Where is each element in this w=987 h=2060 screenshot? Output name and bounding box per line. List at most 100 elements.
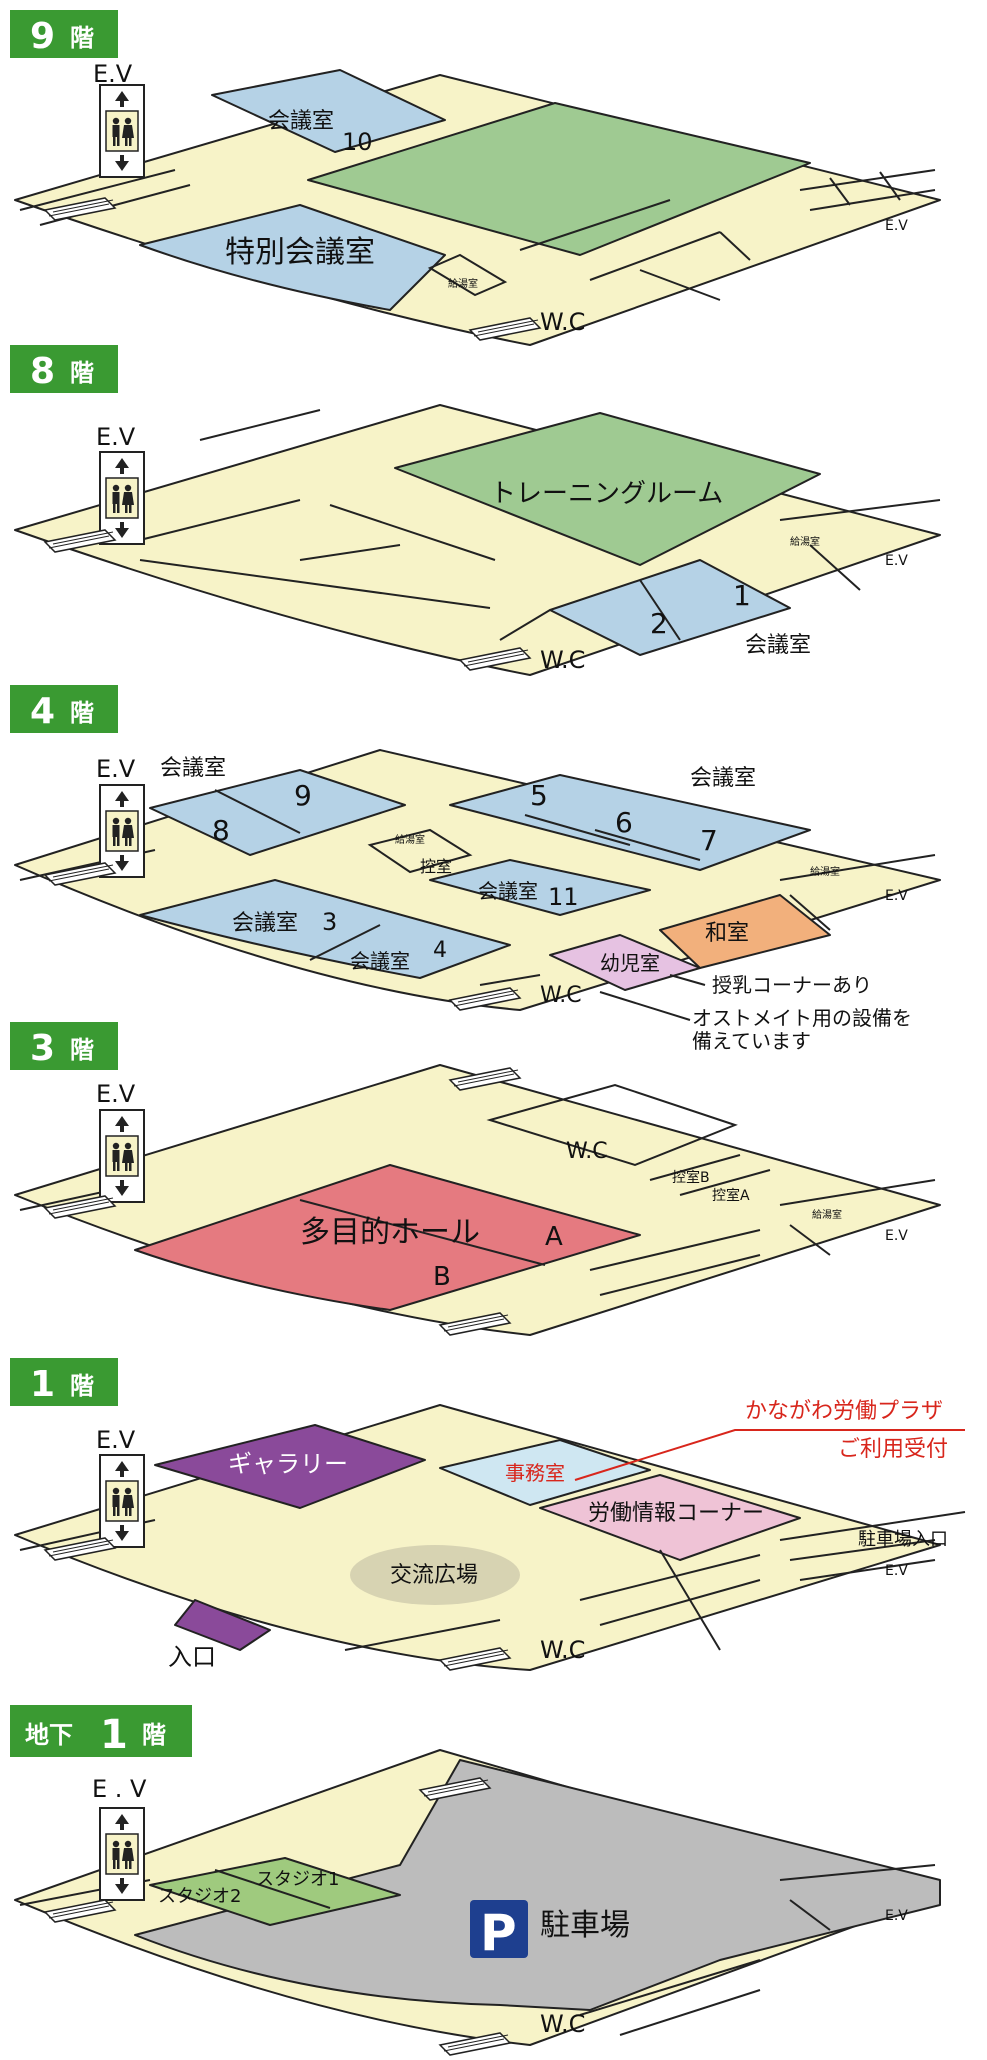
floor-1-gallery	[154, 1424, 426, 1509]
floor-3: 3 階 E.V W.C 控室B 控室A 給湯室 E.V 多目的ホール A B	[10, 1022, 941, 1336]
floor-4-note-ostomy-line2: 備えています	[692, 1029, 811, 1053]
floor-8-badge	[10, 345, 118, 393]
floor-1-plaza-label: 交流広場	[390, 1563, 478, 1588]
floor-4-room-number-8: 8	[212, 814, 230, 847]
floor-8-training-label: トレーニングルーム	[490, 479, 723, 509]
floor-1-badge-number: 1	[30, 1364, 55, 1405]
floor-3-badge-number: 3	[30, 1028, 55, 1069]
floor-1-badge	[10, 1358, 118, 1406]
floor-b1-wc-label: W.C	[540, 2010, 585, 2038]
floor-4-badge	[10, 685, 118, 733]
floor-b1-parking-label: 駐車場	[540, 1908, 630, 1943]
floor-1-badge-suffix: 階	[70, 1372, 94, 1400]
floor-9-meeting-room-label: 会議室	[268, 109, 334, 134]
floor-4-note-leaders	[599, 974, 706, 1021]
floor-9-badge-number: 9	[30, 16, 55, 57]
floor-4-nursery-room	[549, 934, 701, 991]
floor-b1-badge	[10, 1705, 192, 1757]
floor-4-nursery-label: 幼児室	[600, 951, 660, 975]
floor-8: 8 階 E.V トレーニングルーム 給湯室 E.V 1 2 会議室 W.C	[10, 345, 941, 676]
floor-b1-badge-number: 1	[100, 1712, 128, 1758]
floor-4-meeting-right-label: 会議室	[690, 766, 756, 791]
floor-9-meeting-room-10	[211, 69, 446, 153]
floor-b1-badge-prefix: 地下	[25, 1721, 73, 1749]
floor-8-ev-right-label: E.V	[885, 553, 908, 569]
floor-9-special-meeting-room	[139, 204, 446, 311]
floor-4-japanese-room	[659, 894, 831, 969]
floor-4-ev-right-label: E.V	[885, 888, 908, 904]
floor-4-note-nursing: 授乳コーナーあり	[712, 973, 872, 997]
floor-4-meeting-rooms-8-9	[149, 769, 406, 856]
floor-1-reception-leader	[574, 1429, 965, 1481]
floor-b1: 地下 1 階 P E . V スタジオ1 スタジオ2 駐車場 E.V W.C	[10, 1705, 941, 2056]
floor-8-room-number-1: 1	[733, 579, 751, 612]
floor-3-badge-suffix: 階	[70, 1036, 94, 1064]
floor-9-badge-suffix: 階	[70, 24, 94, 52]
floor-9-ev-label: E.V	[93, 60, 133, 88]
floor-3-hall-label: 多目的ホール	[300, 1215, 480, 1250]
floor-4-ev-label: E.V	[96, 755, 136, 783]
floor-9-elevator-icon	[99, 84, 145, 178]
floor-4-waiting-label: 控室	[420, 857, 452, 876]
floor-4-wc-label: W.C	[540, 983, 582, 1008]
floor-1-ev-right-label: E.V	[885, 1563, 908, 1579]
floor-1-gallery-label: ギャラリー	[228, 1450, 348, 1478]
floor-3-multipurpose-hall	[134, 1164, 641, 1311]
floor-8-meeting-rooms	[549, 559, 791, 656]
floor-4-japanese-room-label: 和室	[705, 921, 749, 946]
floor-4-meeting-3-number: 3	[322, 908, 337, 936]
floor-4-meeting-3-label: 会議室	[232, 911, 298, 936]
floor-1-parking-entrance-label: 駐車場入口	[858, 1529, 948, 1550]
floor-9-kitchen-label: 給湯室	[448, 277, 478, 290]
floor-8-wc-label: W.C	[540, 646, 585, 674]
floor-9: 9 階 E.V 会議室 10 特別会議室 給湯室 W.C E.V	[10, 10, 941, 346]
floor-4-note-ostomy-line1: オストメイト用の設備を	[692, 1006, 912, 1030]
floor-b1-parking-sign-letter: P	[480, 1904, 517, 1962]
floor-9-special-meeting-label: 特別会議室	[225, 235, 375, 270]
floor-8-badge-number: 8	[30, 351, 55, 392]
floor-3-kitchen-label: 給湯室	[812, 1208, 842, 1221]
floor-b1-elevator-icon	[99, 1807, 145, 1901]
floor-b1-badge-suffix: 階	[142, 1721, 166, 1749]
floor-4-room-number-5: 5	[530, 779, 548, 812]
floor-4-room-number-9: 9	[294, 779, 312, 812]
floor-1-reception-label-2: ご利用受付	[838, 1437, 948, 1462]
floor-3-elevator-icon	[99, 1109, 145, 1203]
floor-4-badge-suffix: 階	[70, 699, 94, 727]
floor-3-hall-a-label: A	[545, 1222, 563, 1252]
floor-4-meeting-4-number: 4	[433, 938, 447, 963]
floor-1-entrance-mat	[174, 1599, 271, 1651]
floor-4-meeting-4-label: 会議室	[350, 949, 410, 973]
floor-3-badge	[10, 1022, 118, 1070]
floor-4-meeting-11-number: 11	[548, 883, 579, 911]
floor-1-reception-label-1: かながわ労働プラザ	[745, 1399, 943, 1424]
floor-3-ev-right-label: E.V	[885, 1228, 908, 1244]
floor-4-meeting-left-label: 会議室	[160, 756, 226, 781]
floor-1-labor-info-label: 労働情報コーナー	[588, 1501, 764, 1526]
floor-b1-ev-right-label: E.V	[885, 1908, 908, 1924]
floor-b1-studio2-label: スタジオ2	[158, 1886, 241, 1907]
floor-8-elevator-icon	[99, 451, 145, 545]
floor-4-meeting-rooms-5-7	[449, 774, 811, 871]
floor-8-kitchen-label: 給湯室	[790, 535, 820, 548]
floor-9-badge	[10, 10, 118, 58]
floor-9-large-room	[307, 102, 811, 256]
floor-4-meeting-room-11	[429, 859, 651, 916]
floor-3-waiting-a-label: 控室A	[712, 1187, 750, 1204]
floor-3-wc-label: W.C	[566, 1139, 608, 1164]
floor-9-meeting-room-number: 10	[342, 128, 373, 156]
floor-9-kitchen-outline	[427, 253, 508, 297]
floor-4: 4 階 E.V 会議室 8 9 会議室 5 6 7 給湯室 控室 会議室 11 …	[10, 685, 941, 1053]
floor-4-meeting-rooms-3-4	[139, 879, 511, 979]
floor-8-ev-label: E.V	[96, 423, 136, 451]
floor-1-office	[439, 1439, 651, 1506]
floor-1-labor-info-corner	[539, 1474, 801, 1561]
floor-b1-studios	[149, 1857, 401, 1926]
floor-3-waiting-b-label: 控室B	[672, 1169, 710, 1186]
floor-b1-ev-label: E . V	[92, 1775, 147, 1803]
floor-1-ev-label: E.V	[96, 1426, 136, 1454]
floor-1-entrance-label: 入口	[168, 1643, 216, 1671]
floor-3-hall-b-label: B	[433, 1262, 451, 1292]
floor-8-meeting-label: 会議室	[745, 633, 811, 658]
